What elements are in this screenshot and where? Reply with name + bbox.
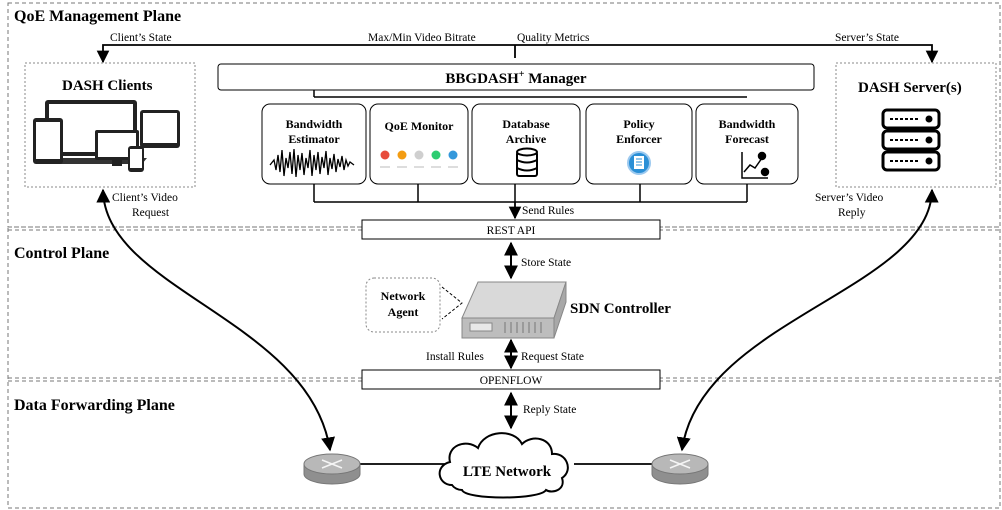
- client-request-line2: Request: [132, 207, 170, 219]
- manager-title: BBGDASH+ Manager: [445, 69, 586, 87]
- bandwidth-estimator-module: Bandwidth Estimator: [261, 103, 367, 185]
- emoji-neutral-icon: [414, 150, 424, 160]
- server-reply-line2: Reply: [838, 207, 866, 219]
- lte-cloud-icon: [438, 432, 569, 499]
- quality-metrics-label: Quality Metrics: [517, 32, 590, 44]
- database-icon: [516, 147, 538, 177]
- emoji-dissatisfied-icon: [397, 150, 407, 160]
- bandwidth-forecast-line2: Forecast: [725, 132, 769, 146]
- sdn-controller-icon: [461, 281, 567, 339]
- reply-state-label: Reply State: [523, 404, 576, 416]
- client-request-path: [96, 188, 335, 452]
- bandwidth-estimator-line2: Estimator: [288, 132, 340, 146]
- openflow-label: OPENFLOW: [480, 375, 543, 387]
- dash-servers-title: DASH Server(s): [858, 80, 962, 96]
- qoe-plane-title: QoE Management Plane: [14, 8, 181, 25]
- policy-enforcer-line1: Policy: [623, 117, 654, 131]
- policy-enforcer-line2: Enforcer: [616, 132, 662, 146]
- dash-clients-box: [24, 62, 196, 188]
- emoji-very-satisfied-icon: [448, 150, 458, 160]
- network-agent-box: [365, 277, 441, 333]
- devices-icon: [33, 100, 180, 172]
- control-plane-title: Control Plane: [14, 245, 109, 262]
- top-arrows: [96, 44, 939, 64]
- manager-bar: [217, 63, 815, 91]
- clients-state-label: Client’s State: [110, 32, 172, 44]
- send-rules-label: Send Rules: [522, 205, 575, 217]
- dash-servers-box: [835, 62, 997, 188]
- request-state-label: Request State: [521, 351, 584, 363]
- dash-clients-title: DASH Clients: [62, 78, 153, 94]
- server-reply-path: [676, 188, 939, 452]
- emoji-very-dissatisfied-icon: [380, 150, 390, 160]
- qoe-monitor-module: QoE Monitor: [369, 103, 469, 185]
- forecast-chart-icon: [741, 151, 770, 179]
- network-agent-line1: Network: [381, 289, 426, 303]
- waveform-icon: [269, 148, 355, 178]
- router-left-icon: [303, 453, 361, 485]
- rest-api-bar: [361, 219, 661, 240]
- database-archive-line1: Database: [502, 117, 550, 131]
- module-bus: [313, 90, 748, 203]
- openflow-bar: [361, 369, 661, 390]
- rest-api-label: REST API: [487, 225, 536, 237]
- server-state-label: Server’s State: [835, 32, 899, 44]
- database-archive-line2: Archive: [506, 132, 547, 146]
- bandwidth-forecast-line1: Bandwidth: [719, 117, 776, 131]
- policy-document-icon: [627, 151, 651, 175]
- install-rules-label: Install Rules: [426, 351, 484, 363]
- agent-connector: [441, 286, 463, 320]
- server-rack-details: [890, 115, 933, 165]
- network-agent-line2: Agent: [388, 305, 419, 319]
- qoe-monitor-title: QoE Monitor: [385, 119, 455, 133]
- lte-network-label: LTE Network: [463, 464, 552, 480]
- emoji-satisfied-icon: [431, 150, 441, 160]
- client-request-line1: Client’s Video: [112, 192, 178, 204]
- data-plane-title: Data Forwarding Plane: [14, 397, 175, 414]
- server-reply-line1: Server’s Video: [815, 192, 883, 204]
- bitrate-label: Max/Min Video Bitrate: [368, 32, 476, 44]
- database-archive-module: Database Archive: [471, 103, 581, 185]
- emoji-scale-icon: [380, 150, 458, 168]
- bandwidth-estimator-line1: Bandwidth: [286, 117, 343, 131]
- router-right-icon: [651, 453, 709, 485]
- bandwidth-forecast-module: Bandwidth Forecast: [695, 103, 799, 185]
- policy-enforcer-module: Policy Enforcer: [585, 103, 693, 185]
- sdn-controller-label: SDN Controller: [570, 301, 671, 317]
- store-state-label: Store State: [521, 257, 571, 269]
